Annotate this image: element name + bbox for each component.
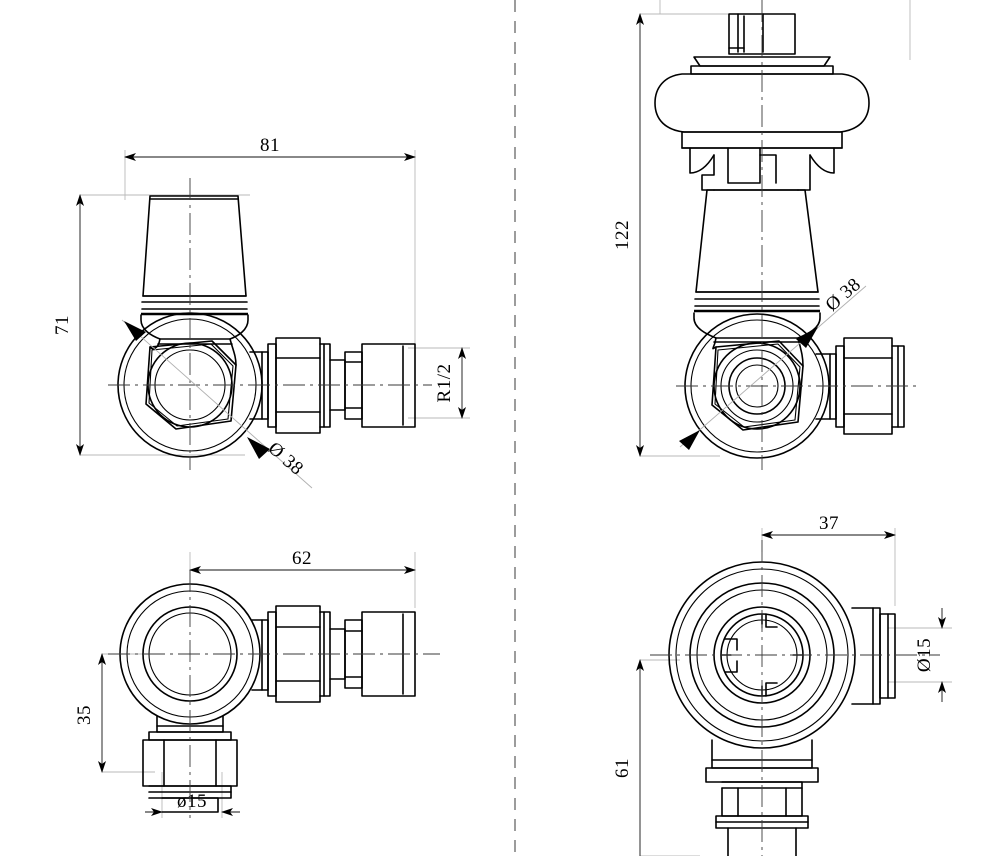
dimension-62: 62: [189, 548, 416, 574]
dimension-122: 122: [612, 13, 644, 457]
dimension-122-label: 122: [612, 220, 633, 250]
view-bottom-left: 62 35 ø15: [74, 548, 440, 818]
dimension-81: 81: [124, 135, 416, 161]
dimension-r12-label: R1/2: [434, 364, 455, 403]
dimension-61: 61: [612, 659, 644, 856]
dimension-35: 35: [74, 653, 106, 773]
outlet-br: [851, 607, 896, 705]
centerlines-br: [650, 540, 940, 856]
view-top-left: 81 71 R1/2 Ø 38: [52, 135, 470, 489]
valve-cone-body-tr: [694, 189, 820, 307]
centerlines-tr: [676, 0, 920, 470]
extension-lines-br: [640, 528, 952, 856]
dimension-35-label: 35: [74, 705, 95, 725]
dimension-71: 71: [52, 194, 84, 456]
outlet-union-tl: [249, 337, 416, 434]
dimension-d15-br: Ø15: [914, 608, 946, 702]
dimension-37: 37: [761, 513, 896, 539]
dimension-d15-bl-label: ø15: [177, 791, 207, 812]
extension-lines-bl: [102, 552, 416, 818]
dimension-d38-tl-label: Ø 38: [264, 438, 308, 480]
extension-lines-tl: [80, 150, 470, 456]
valve-knob-tl: [141, 195, 248, 310]
outlet-union-tr: [815, 337, 905, 435]
dimension-d38-tr-label: Ø 38: [822, 274, 866, 316]
extension-lines-tr: [640, 0, 911, 457]
cone-skirt-tr: [693, 312, 821, 343]
dimension-71-label: 71: [52, 315, 73, 335]
dimension-d15-br-label: Ø15: [914, 638, 935, 672]
centerlines-bl: [108, 570, 440, 818]
centerlines-tl: [108, 178, 432, 470]
dimension-d15-bl: ø15: [145, 791, 240, 816]
valve-spindle-tr: [728, 13, 796, 55]
dimension-61-label: 61: [612, 758, 633, 778]
view-bottom-right: 37 61 Ø15: [612, 513, 952, 856]
dimension-81-label: 81: [260, 135, 280, 156]
view-top-right: 122 Ø 38: [612, 0, 920, 470]
dimension-62-label: 62: [292, 548, 312, 569]
dimension-37-label: 37: [819, 513, 839, 534]
dimension-r12: R1/2: [434, 347, 466, 419]
